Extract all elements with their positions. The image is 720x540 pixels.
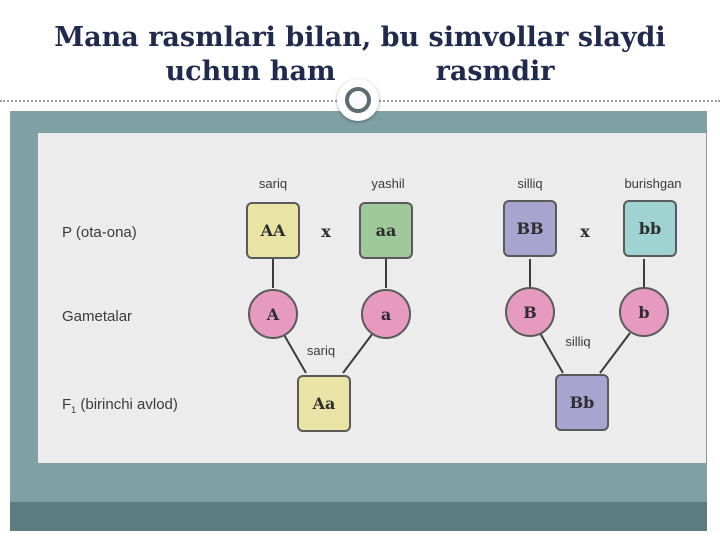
left-offspring-trait: sariq bbox=[307, 343, 335, 358]
right-parent2-box bbox=[623, 200, 677, 257]
line-right-gamete1-f1 bbox=[539, 332, 564, 374]
left-cross-symbol: x bbox=[321, 222, 331, 241]
row-label-parents: P (ota-ona) bbox=[62, 224, 137, 241]
right-cross-symbol: x bbox=[580, 222, 590, 241]
left-parent2-box bbox=[359, 202, 413, 259]
bottom-band bbox=[10, 502, 707, 531]
right-gamete2-label: b bbox=[638, 303, 649, 322]
left-parent1-box bbox=[246, 202, 300, 259]
left-offspring-genotype: Aa bbox=[312, 394, 336, 413]
slide-title-part-2: rasmdir bbox=[435, 56, 555, 87]
row-label-gametes: Gametalar bbox=[62, 308, 132, 325]
left-gamete1-label: A bbox=[266, 305, 280, 324]
left-gamete2-circle bbox=[361, 289, 411, 339]
right-offspring-genotype: Bb bbox=[570, 393, 595, 412]
genetics-diagram-panel: P (ota-ona) Gametalar F1 (birinchi avlod… bbox=[38, 133, 706, 463]
left-offspring-box bbox=[297, 375, 351, 432]
left-parent1-genotype: AA bbox=[260, 221, 286, 240]
row-label-f1-letter: F bbox=[62, 396, 71, 413]
slide-title-line-2: uchun ham rasmdir bbox=[20, 56, 700, 87]
row-label-f1-rest: (birinchi avlod) bbox=[76, 396, 178, 413]
right-offspring-trait: silliq bbox=[565, 334, 590, 349]
slide-title-line-1: Mana rasmlari bilan, bu simvollar slaydi bbox=[54, 22, 666, 53]
left-parent2-trait: yashil bbox=[371, 176, 404, 191]
line-left-gamete2-f1 bbox=[342, 332, 374, 374]
right-parent2-trait: burishgan bbox=[624, 176, 681, 191]
right-gamete1-circle bbox=[505, 287, 555, 337]
connector-lines bbox=[272, 259, 645, 374]
right-gamete1-label: B bbox=[523, 303, 537, 322]
left-parent1-trait: sariq bbox=[259, 176, 287, 191]
row-label-f1-subscript: 1 bbox=[71, 405, 76, 415]
right-gamete2-circle bbox=[619, 287, 669, 337]
right-parent2-genotype: bb bbox=[639, 219, 661, 238]
left-gamete1-circle bbox=[248, 289, 298, 339]
genetics-diagram: P (ota-ona) Gametalar F1 (birinchi avlod… bbox=[62, 176, 682, 432]
right-parent1-trait: silliq bbox=[517, 176, 542, 191]
line-right-gamete2-f1 bbox=[599, 332, 631, 374]
left-gamete2-label: a bbox=[381, 305, 391, 324]
line-left-gamete1-f1 bbox=[282, 332, 307, 374]
knob-ring-icon bbox=[345, 87, 371, 113]
row-label-f1: F1 (birinchi avlod) bbox=[62, 396, 178, 415]
slide-knob-ornament bbox=[337, 79, 379, 121]
right-parent1-box bbox=[503, 200, 557, 257]
right-parent1-genotype: BB bbox=[516, 219, 543, 238]
left-parent2-genotype: aa bbox=[376, 221, 397, 240]
right-offspring-box bbox=[555, 374, 609, 431]
slide-title-part-1: uchun ham bbox=[165, 56, 336, 87]
